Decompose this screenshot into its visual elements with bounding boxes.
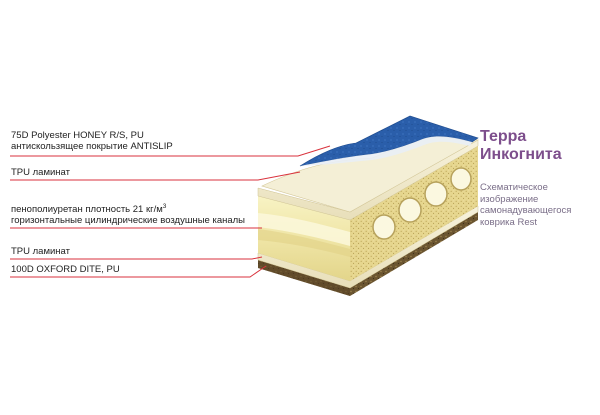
label-top-fabric-line2: антискользящее покрытие ANTISLIP bbox=[11, 141, 173, 152]
label-bottom-fabric: 100D OXFORD DITE, PU bbox=[11, 264, 120, 275]
label-tpu-bottom: TPU ламинат bbox=[11, 246, 70, 257]
brand-title-line2: Инкогнита bbox=[480, 146, 562, 163]
bottom-fabric-layer bbox=[258, 212, 478, 296]
brand-title-line1: Терра bbox=[480, 128, 527, 145]
leader-line-top-fabric bbox=[10, 145, 331, 157]
label-foam-line1: пенополиуретан плотность 21 кг/м3 bbox=[11, 203, 245, 215]
description-line1: Схематическое bbox=[480, 182, 548, 193]
leader-lines bbox=[10, 145, 331, 278]
foam-core-layer bbox=[258, 146, 478, 281]
label-foam-line1-text: пенополиуретан плотность 21 кг/м bbox=[11, 204, 163, 215]
brand-title: Терра Инкогнита bbox=[480, 128, 562, 164]
description-line3: самонадувающегося bbox=[480, 205, 572, 216]
label-foam-superscript: 3 bbox=[162, 203, 167, 210]
leader-line-tpu-top bbox=[10, 171, 301, 181]
top-fabric-layer bbox=[299, 115, 479, 167]
description-line4: коврика Rest bbox=[480, 216, 538, 228]
leader-line-bottom-fabric bbox=[10, 265, 267, 278]
leader-line-tpu-bottom bbox=[10, 256, 263, 260]
description-line2: изображение bbox=[480, 193, 539, 205]
label-foam-line2: горизонтальные цилиндрические воздушные … bbox=[11, 215, 245, 226]
air-channel-holes bbox=[372, 167, 472, 240]
label-tpu-top: TPU ламинат bbox=[11, 167, 70, 178]
diagram-description: Схематическое изображение самонадувающег… bbox=[480, 182, 571, 228]
label-foam: пенополиуретан плотность 21 кг/м3 горизо… bbox=[11, 203, 245, 226]
label-top-fabric: 75D Polyester HONEY R/S, PU антискользящ… bbox=[11, 130, 173, 152]
label-top-fabric-line1: 75D Polyester HONEY R/S, PU bbox=[11, 130, 144, 141]
